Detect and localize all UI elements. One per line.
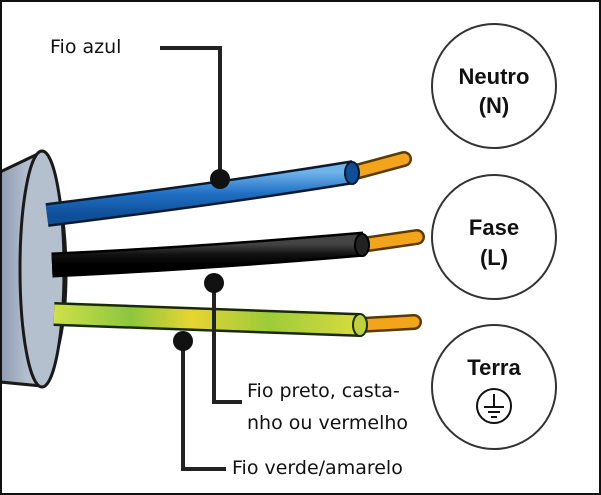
earth-label: Terra [467, 355, 521, 380]
phase-symbol: (L) [480, 245, 508, 270]
black-wire-label-line2: nho ou vermelho [247, 412, 409, 434]
green-yellow-wire [53, 302, 422, 337]
ground-symbol-icon [476, 388, 512, 424]
green-wire-label: Fio verde/amarelo [232, 457, 403, 479]
blue-wire [45, 151, 412, 227]
phase-label: Fase [469, 215, 519, 240]
blue-wire-label: Fio azul [50, 36, 122, 58]
blue-wire-marker [210, 169, 230, 189]
neutral-symbol: (N) [479, 93, 510, 118]
terminal-phase: Fase (L) [431, 174, 557, 300]
leader-lines [160, 46, 242, 471]
black-wire-label-line1: Fio preto, casta- [247, 380, 400, 402]
terminal-neutral: Neutro (N) [431, 23, 557, 149]
green-wire-marker [173, 331, 193, 351]
black-wire-marker [204, 273, 224, 293]
terminal-earth: Terra [431, 324, 557, 450]
black-wire [51, 229, 425, 278]
neutral-label: Neutro [459, 64, 530, 89]
